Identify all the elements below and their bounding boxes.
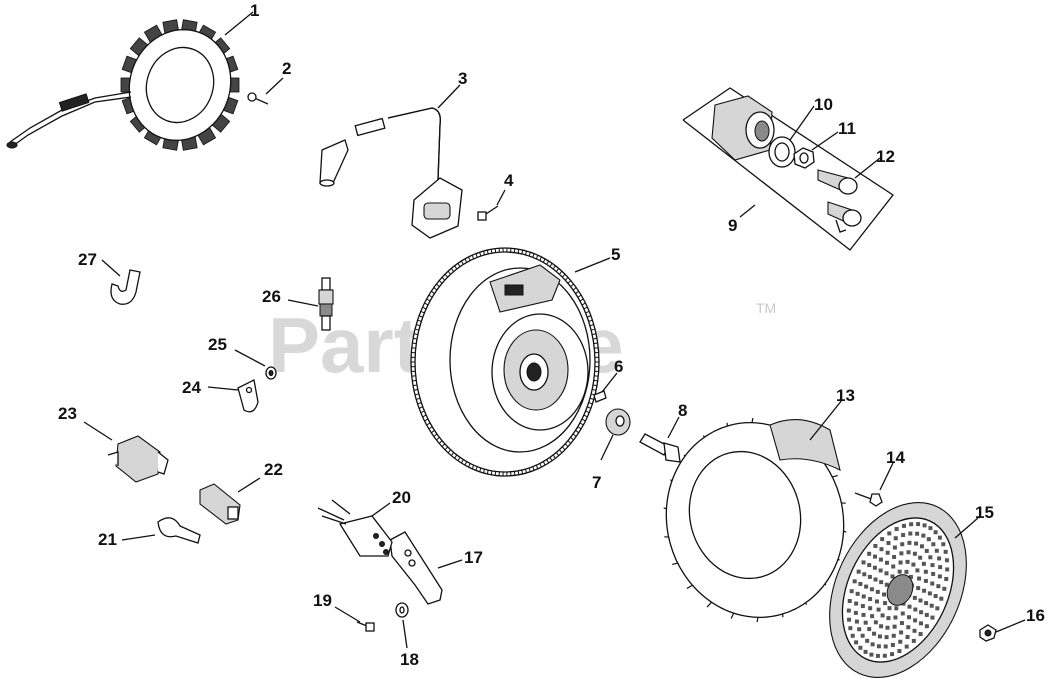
callout-2[interactable]: 2: [282, 59, 291, 78]
callout-labels: 1 2 3 4 5 6 7 8 9 10 11 12 13 14 15 16 1…: [58, 1, 1045, 669]
callout-1[interactable]: 1: [250, 1, 259, 20]
callout-8[interactable]: 8: [678, 401, 687, 420]
flywheel-part[interactable]: [410, 247, 600, 477]
clip-clamp-part[interactable]: [237, 379, 259, 413]
callout-15[interactable]: 15: [975, 503, 994, 522]
grille-nut-part[interactable]: [979, 624, 997, 642]
callout-18[interactable]: 18: [400, 650, 419, 669]
rectifier-part[interactable]: [317, 499, 393, 557]
callout-13[interactable]: 13: [836, 386, 855, 405]
lock-washer-part[interactable]: [768, 136, 796, 168]
callout-11[interactable]: 11: [838, 119, 856, 138]
callout-6[interactable]: 6: [614, 357, 623, 376]
callout-12[interactable]: 12: [876, 147, 895, 166]
module-bolt-part[interactable]: [477, 205, 499, 221]
key-switch-assembly-outline: [682, 87, 894, 251]
flywheel-key-part[interactable]: [593, 390, 607, 403]
callout-22[interactable]: 22: [264, 460, 283, 479]
leader-lines: [83, 11, 1026, 649]
stator-screw-part[interactable]: [247, 92, 269, 105]
callout-20[interactable]: 20: [392, 488, 411, 507]
callout-4[interactable]: 4: [504, 171, 514, 190]
ignition-module-part[interactable]: [319, 107, 463, 239]
p-clip-part[interactable]: [110, 269, 141, 305]
callout-24[interactable]: 24: [182, 378, 201, 397]
washer-part[interactable]: [605, 408, 631, 436]
callout-19[interactable]: 19: [313, 591, 332, 610]
callout-21[interactable]: 21: [98, 530, 117, 549]
callout-23[interactable]: 23: [58, 404, 77, 423]
callout-17[interactable]: 17: [464, 548, 483, 567]
callout-3[interactable]: 3: [458, 69, 467, 88]
callout-9[interactable]: 9: [728, 216, 737, 235]
callout-25[interactable]: 25: [208, 335, 227, 354]
relay-part[interactable]: [107, 435, 169, 483]
callout-7[interactable]: 7: [592, 473, 601, 492]
switch-nut-part[interactable]: [793, 147, 815, 169]
callout-27[interactable]: 27: [78, 250, 97, 269]
callout-26[interactable]: 26: [262, 287, 281, 306]
connector-part[interactable]: [199, 483, 241, 525]
stator-part[interactable]: [6, 15, 246, 154]
callout-14[interactable]: 14: [886, 448, 905, 467]
callout-10[interactable]: 10: [814, 95, 833, 114]
watermark-trademark: TM: [756, 300, 776, 316]
cable-clamp-part[interactable]: [157, 517, 201, 544]
housing-screw-part[interactable]: [854, 492, 883, 507]
clamp-washer-part[interactable]: [265, 366, 277, 380]
grille-screen-part[interactable]: [803, 480, 993, 682]
key-switch-part[interactable]: [711, 95, 775, 161]
small-washer-part[interactable]: [395, 602, 409, 618]
flywheel-bolt-part[interactable]: [639, 433, 681, 463]
callout-5[interactable]: 5: [611, 245, 620, 264]
spark-plug-part[interactable]: [318, 277, 334, 331]
ignition-keys-part[interactable]: [817, 169, 862, 233]
small-screw-part[interactable]: [356, 621, 375, 632]
callout-16[interactable]: 16: [1026, 606, 1045, 625]
bracket-plate-part[interactable]: [389, 531, 443, 605]
blower-housing-part[interactable]: [645, 403, 866, 638]
